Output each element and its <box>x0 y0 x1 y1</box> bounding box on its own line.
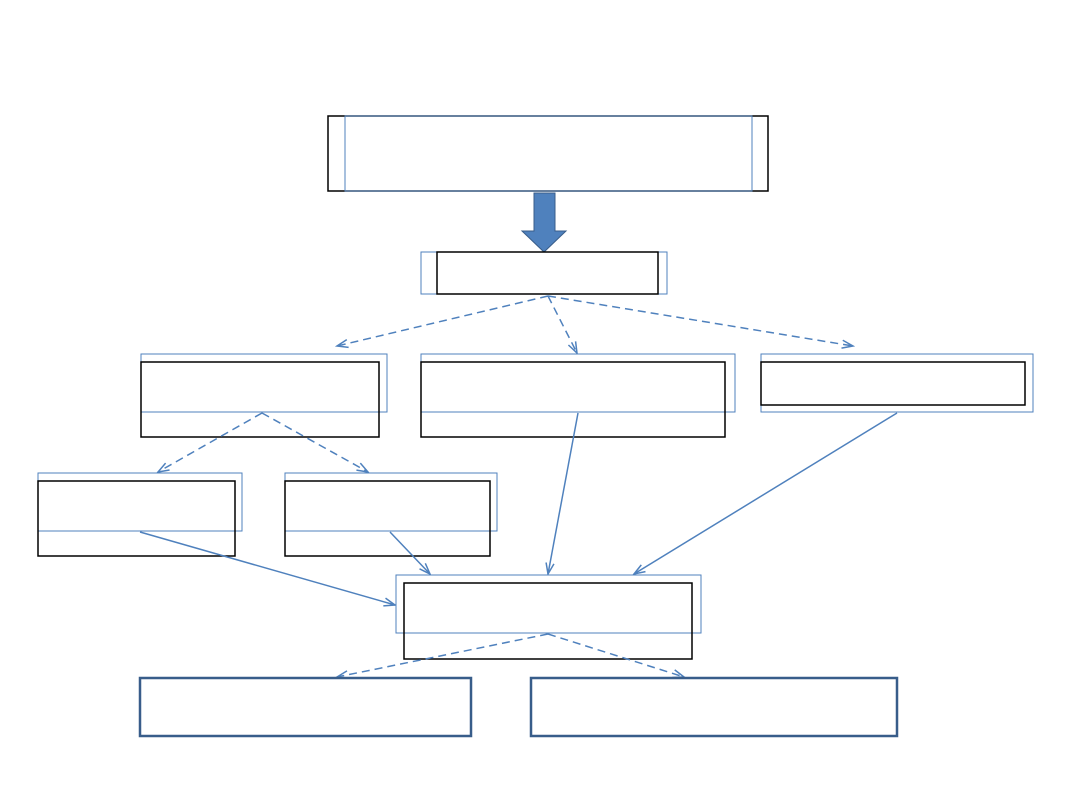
node-top <box>327 115 769 192</box>
edges-merge-out <box>337 633 684 677</box>
node-bottom-left <box>138 676 473 738</box>
edges-hub <box>337 295 853 353</box>
node-sub-left <box>37 472 243 557</box>
edge-merge-bottomleft <box>337 633 549 677</box>
block-arrow-down <box>520 192 568 253</box>
edge-hub-midleft <box>337 295 549 346</box>
node-merge <box>395 574 702 660</box>
edge-subright-merge <box>389 531 430 574</box>
edge-midleft-subleft <box>158 412 263 472</box>
edges-merge-in <box>139 412 898 605</box>
node-sub-right <box>284 472 498 557</box>
edge-subleft-merge <box>139 531 395 605</box>
edges-midleft <box>158 412 368 472</box>
edge-hub-midcenter <box>547 295 577 353</box>
node-mid-center <box>420 353 736 438</box>
edge-hub-midright <box>547 295 853 346</box>
edge-midright-merge <box>634 412 898 574</box>
node-hub <box>420 251 668 295</box>
node-mid-left <box>140 353 388 438</box>
node-mid-right <box>760 353 1034 413</box>
edge-midleft-subright <box>261 412 368 472</box>
node-bottom-right <box>529 676 899 738</box>
edge-merge-bottomright <box>547 633 684 677</box>
edge-midcenter-merge <box>548 412 579 574</box>
